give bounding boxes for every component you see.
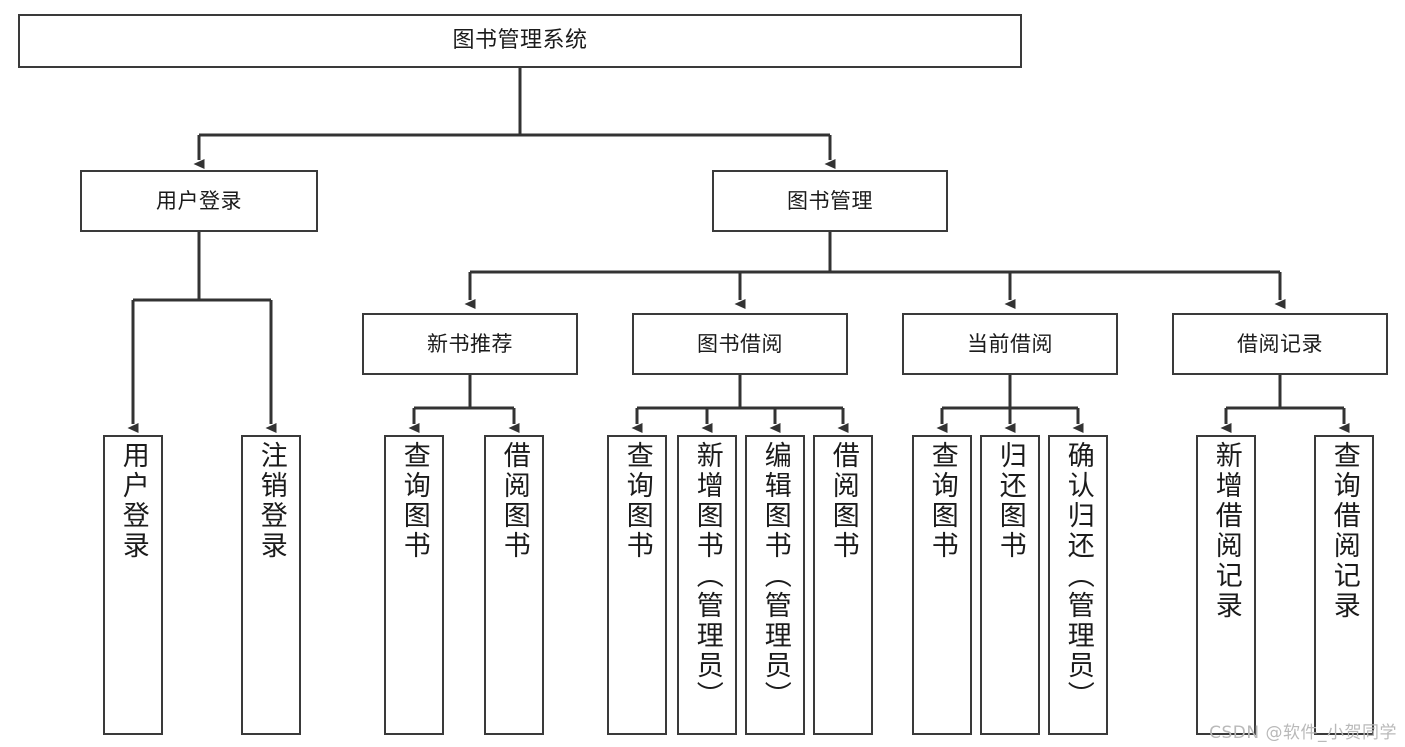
- node-label: 图书借阅: [697, 331, 783, 356]
- node-leaf-confirm-return[interactable]: 确认归还（管理员）: [1048, 435, 1108, 735]
- node-leaf-query-borrow-record[interactable]: 查询借阅记录: [1314, 435, 1374, 735]
- node-label: 新增借阅记录: [1210, 441, 1242, 621]
- csdn-watermark: CSDN @软件_小贺同学: [1209, 723, 1397, 743]
- node-leaf-user-login[interactable]: 用户登录: [103, 435, 163, 735]
- node-label: 编辑图书（管理员）: [759, 441, 791, 711]
- node-leaf-query-book-1[interactable]: 查询图书: [384, 435, 444, 735]
- node-label: 图书管理系统: [452, 28, 588, 54]
- node-leaf-edit-book[interactable]: 编辑图书（管理员）: [745, 435, 805, 735]
- node-leaf-return-book[interactable]: 归还图书: [980, 435, 1040, 735]
- node-label: 查询图书: [621, 441, 653, 561]
- node-leaf-logout-login[interactable]: 注销登录: [241, 435, 301, 735]
- node-label: 用户登录: [117, 441, 149, 561]
- node-label: 用户登录: [156, 188, 242, 213]
- node-current-borrow[interactable]: 当前借阅: [902, 313, 1118, 375]
- node-label: 查询借阅记录: [1328, 441, 1360, 621]
- node-leaf-borrow-book-1[interactable]: 借阅图书: [484, 435, 544, 735]
- node-label: 借阅图书: [498, 441, 530, 561]
- node-leaf-query-book-2[interactable]: 查询图书: [607, 435, 667, 735]
- node-label: 新书推荐: [427, 331, 513, 356]
- node-label: 借阅图书: [827, 441, 859, 561]
- node-label: 图书管理: [787, 188, 873, 213]
- node-book-management[interactable]: 图书管理: [712, 170, 948, 232]
- node-new-book-recommend[interactable]: 新书推荐: [362, 313, 578, 375]
- node-book-borrow[interactable]: 图书借阅: [632, 313, 848, 375]
- node-leaf-query-book-3[interactable]: 查询图书: [912, 435, 972, 735]
- node-label: 归还图书: [994, 441, 1026, 561]
- node-label: 当前借阅: [967, 331, 1053, 356]
- node-label: 确认归还（管理员）: [1062, 441, 1094, 711]
- node-label: 查询图书: [398, 441, 430, 561]
- node-label: 借阅记录: [1237, 331, 1323, 356]
- node-label: 注销登录: [255, 441, 287, 561]
- node-root-book-management-system[interactable]: 图书管理系统: [18, 14, 1022, 68]
- node-label: 新增图书（管理员）: [691, 441, 723, 711]
- node-borrow-record[interactable]: 借阅记录: [1172, 313, 1388, 375]
- node-leaf-add-borrow-record[interactable]: 新增借阅记录: [1196, 435, 1256, 735]
- node-user-login[interactable]: 用户登录: [80, 170, 318, 232]
- node-leaf-borrow-book-2[interactable]: 借阅图书: [813, 435, 873, 735]
- node-leaf-add-book[interactable]: 新增图书（管理员）: [677, 435, 737, 735]
- node-label: 查询图书: [926, 441, 958, 561]
